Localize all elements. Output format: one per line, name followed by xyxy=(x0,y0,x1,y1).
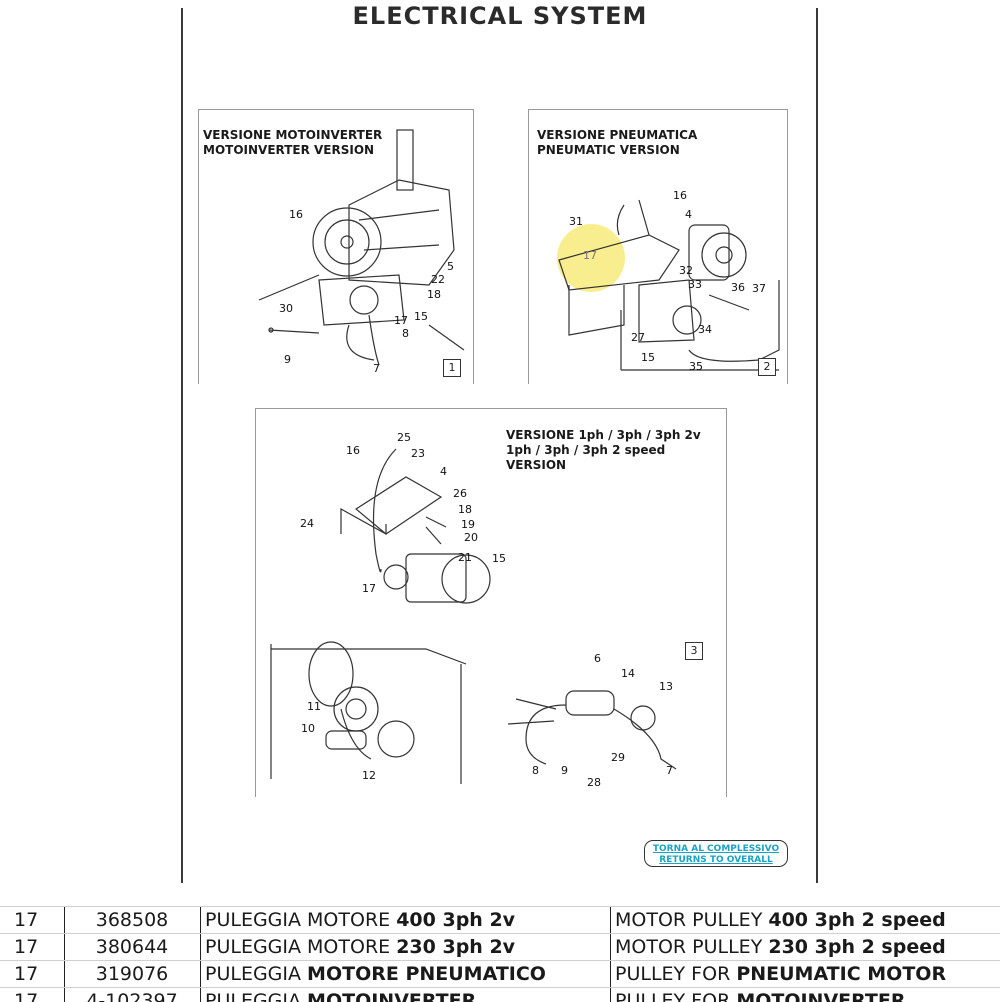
callout-4: 4 xyxy=(685,208,692,221)
part-ref: 17 xyxy=(14,990,39,1002)
diagram-panel-pneumatic: VERSIONE PNEUMATICA PNEUMATIC VERSION 16… xyxy=(528,109,788,384)
part-code: 4-102397 xyxy=(64,988,199,1002)
page-title: ELECTRICAL SYSTEM xyxy=(352,2,648,30)
callout-25: 25 xyxy=(397,431,411,444)
callout-27: 27 xyxy=(631,331,645,344)
panel-heading-it: VERSIONE 1ph / 3ph / 3ph 2v xyxy=(506,428,701,442)
callout-15: 15 xyxy=(492,552,506,565)
callout-16: 16 xyxy=(346,444,360,457)
panel-number-box: 2 xyxy=(758,358,776,376)
diagram-panel-1ph-3ph: VERSIONE 1ph / 3ph / 3ph 2v 1ph / 3ph / … xyxy=(255,408,727,797)
part-ref: 17 xyxy=(14,963,39,985)
panel-heading-en: MOTOINVERTER VERSION xyxy=(203,143,375,157)
callout-36: 36 xyxy=(731,281,745,294)
callout-29: 29 xyxy=(611,751,625,764)
callout-21: 21 xyxy=(458,551,472,564)
panel-heading-it: VERSIONE PNEUMATICA xyxy=(537,128,698,142)
callout-9: 9 xyxy=(561,764,568,777)
callout-31: 31 xyxy=(569,215,583,228)
callout-14: 14 xyxy=(621,667,635,680)
part-desc-en: PULLEY FOR PNEUMATIC MOTOR xyxy=(610,961,1000,987)
callout-8: 8 xyxy=(402,327,409,340)
callout-4: 4 xyxy=(440,465,447,478)
part-desc-en: MOTOR PULLEY 400 3ph 2 speed xyxy=(610,907,1000,933)
callout-30: 30 xyxy=(279,302,293,315)
return-button-label-en: RETURNS TO OVERALL xyxy=(659,855,773,865)
callout-6: 6 xyxy=(594,652,601,665)
callout-26: 26 xyxy=(453,487,467,500)
table-row: 17 4-102397 PULEGGIA MOTOINVERTER PULLEY… xyxy=(0,987,1000,1002)
callout-16: 16 xyxy=(673,189,687,202)
callout-32: 32 xyxy=(679,264,693,277)
part-ref: 17 xyxy=(14,936,39,958)
1ph-3ph-drawing xyxy=(270,448,677,784)
callout-33: 33 xyxy=(688,278,702,291)
callout-15: 15 xyxy=(641,351,655,364)
part-desc-en: MOTOR PULLEY 230 3ph 2 speed xyxy=(610,934,1000,960)
part-code: 319076 xyxy=(64,961,199,987)
callout-23: 23 xyxy=(411,447,425,460)
table-row: 17 368508 PULEGGIA MOTORE 400 3ph 2v MOT… xyxy=(0,906,1000,934)
callout-8: 8 xyxy=(532,764,539,777)
diagram-panel-motoinverter: VERSIONE MOTOINVERTER MOTOINVERTER VERSI… xyxy=(198,109,474,384)
panel-heading-it: VERSIONE MOTOINVERTER xyxy=(203,128,383,142)
page-border-left xyxy=(181,8,183,883)
callout-19: 19 xyxy=(461,518,475,531)
pneumatic-drawing xyxy=(557,199,780,371)
callout-22: 22 xyxy=(431,273,445,286)
part-code: 380644 xyxy=(64,934,199,960)
panel-number-box: 1 xyxy=(443,359,461,377)
callout-16: 16 xyxy=(289,208,303,221)
part-desc-it: PULEGGIA MOTOINVERTER xyxy=(200,988,613,1002)
part-desc-it: PULEGGIA MOTORE PNEUMATICO xyxy=(200,961,613,987)
callout-17: 17 xyxy=(394,314,408,327)
callout-34: 34 xyxy=(698,323,712,336)
part-desc-it: PULEGGIA MOTORE 400 3ph 2v xyxy=(200,907,613,933)
callout-7: 7 xyxy=(666,764,673,777)
callout-35: 35 xyxy=(689,360,703,373)
part-code: 368508 xyxy=(64,907,199,933)
motoinverter-drawing xyxy=(258,129,465,366)
page-border-right xyxy=(816,8,818,883)
table-row: 17 380644 PULEGGIA MOTORE 230 3ph 2v MOT… xyxy=(0,933,1000,961)
callout-17: 17 xyxy=(583,249,597,262)
part-ref: 17 xyxy=(14,909,39,931)
callout-9: 9 xyxy=(284,353,291,366)
panel-number-box: 3 xyxy=(685,642,703,660)
table-row: 17 319076 PULEGGIA MOTORE PNEUMATICO PUL… xyxy=(0,960,1000,988)
callout-18: 18 xyxy=(427,288,441,301)
panel-heading-en: PNEUMATIC VERSION xyxy=(537,143,680,157)
part-desc-it: PULEGGIA MOTORE 230 3ph 2v xyxy=(200,934,613,960)
callout-15: 15 xyxy=(414,310,428,323)
return-button-label-it: TORNA AL COMPLESSIVO xyxy=(652,844,780,854)
callout-5: 5 xyxy=(447,260,454,273)
callout-20: 20 xyxy=(464,531,478,544)
callout-28: 28 xyxy=(587,776,601,789)
callout-12: 12 xyxy=(362,769,376,782)
panel-heading-en: 1ph / 3ph / 3ph 2 speed VERSION xyxy=(506,443,666,472)
callout-24: 24 xyxy=(300,517,314,530)
return-to-overall-button[interactable]: TORNA AL COMPLESSIVO RETURNS TO OVERALL xyxy=(644,840,788,867)
callout-7: 7 xyxy=(373,362,380,375)
callout-18: 18 xyxy=(458,503,472,516)
part-desc-en: PULLEY FOR MOTOINVERTER xyxy=(610,988,1000,1002)
callout-37: 37 xyxy=(752,282,766,295)
callout-17: 17 xyxy=(362,582,376,595)
callout-13: 13 xyxy=(659,680,673,693)
callout-10: 10 xyxy=(301,722,315,735)
callout-11: 11 xyxy=(307,700,321,713)
